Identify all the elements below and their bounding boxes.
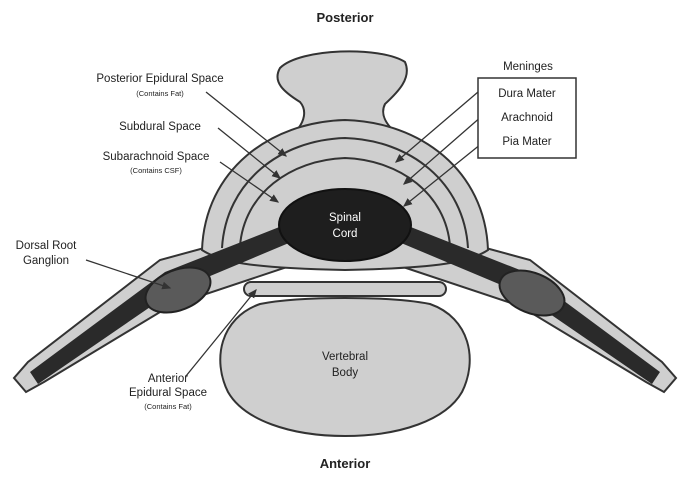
meninges-arachnoid: Arachnoid [501,112,553,124]
subarachnoid-label: Subarachnoid Space [103,151,210,163]
meninges-dura-mater: Dura Mater [498,88,556,100]
dura-mater-line [221,136,469,249]
meninges-pia-mater: Pia Mater [502,136,551,148]
spinal-cord [278,188,412,262]
right-dorsal-root-ganglion [498,269,566,317]
anterior-epidural-label-2: Epidural Space [129,387,207,399]
leader-pia-mater [402,139,487,207]
anterior-label: Anterior [320,456,371,471]
arachnoid-line [239,156,451,247]
meninges-box [477,77,577,159]
posterior-epidural-note: (Contains Fat) [136,89,184,98]
leader-dorsal-root-ganglion [85,259,172,290]
leader-dura-mater [395,91,479,163]
leader-arachnoid [403,115,483,185]
vertebral-body [219,297,471,438]
dorsal-root-label-2: Ganglion [23,255,69,267]
meninges-title: Meninges [503,61,553,73]
anterior-epidural-note: (Contains Fat) [144,402,192,411]
dorsal-root-label-1: Dorsal Root [16,240,78,252]
left-dorsal-root-ganglion [144,266,212,314]
leader-anterior-epidural [185,288,257,377]
vertebral-body-label-1: Vertebral [322,351,368,363]
posterior-label: Posterior [316,10,373,25]
leader-subdural [217,127,282,179]
left-nerve-root [30,222,296,384]
posterior-epidural-label: Posterior Epidural Space [96,73,223,85]
subarachnoid-note: (Contains CSF) [130,166,182,175]
spinal-cord-label-2: Cord [333,228,358,240]
spinal-cord-label-1: Spinal [329,212,361,224]
leader-subarachnoid [219,161,280,203]
right-nerve-root [394,222,660,384]
leader-posterior-epidural [205,91,288,157]
spinous-process [276,50,408,133]
subdural-label: Subdural Space [119,121,201,133]
anterior-epidural-space [243,281,447,297]
vertebral-body-label-2: Body [332,367,358,379]
anterior-epidural-label-1: Anterior [148,373,188,385]
